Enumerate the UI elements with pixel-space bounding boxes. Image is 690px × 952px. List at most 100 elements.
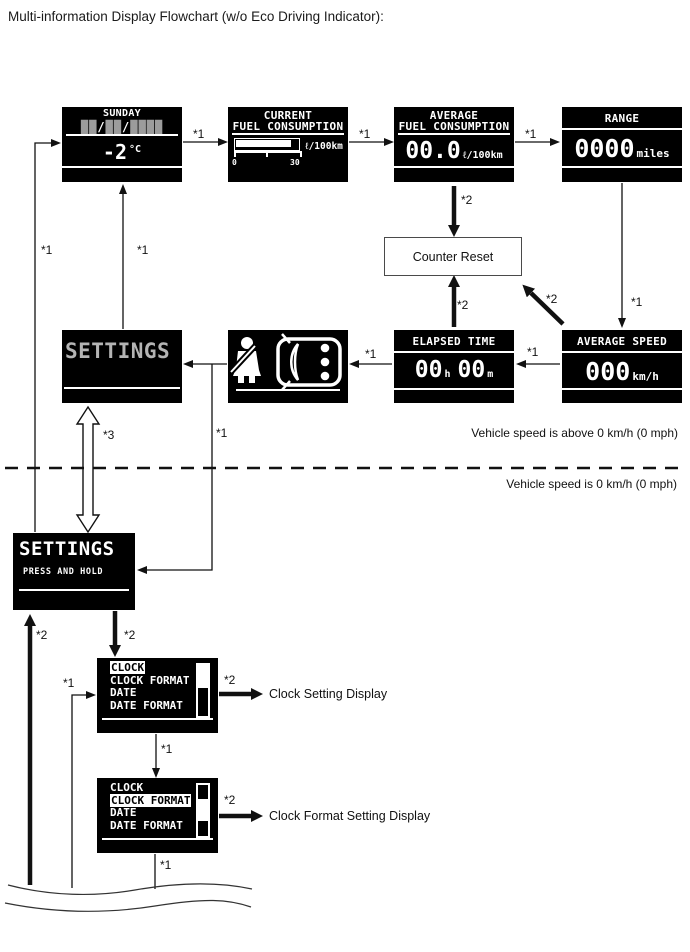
double-arrow-settings-hold xyxy=(75,405,101,534)
step-label: *1 xyxy=(137,243,149,257)
step-label: *1 xyxy=(161,742,173,756)
clock-setting-display-label: Clock Setting Display xyxy=(269,687,388,701)
settings-title: SETTINGS xyxy=(19,538,115,560)
gauge-tick xyxy=(266,151,268,157)
clock-format-setting-display-label: Clock Format Setting Display xyxy=(269,809,431,823)
scrollbar xyxy=(196,663,210,718)
door-open-icon xyxy=(276,333,342,391)
step-label: *2 xyxy=(224,793,236,807)
seatbelt-reminder-icon xyxy=(228,337,261,383)
display-title: SUNDAY xyxy=(103,108,141,119)
display-title-line1: AVERAGE xyxy=(429,109,479,122)
display-title: RANGE xyxy=(604,112,640,125)
gauge-unit-label: ℓ/100km xyxy=(305,141,343,152)
settings-title: SETTINGS xyxy=(65,339,171,363)
divider xyxy=(562,388,682,390)
divider xyxy=(394,388,514,390)
bar-fill xyxy=(236,140,291,147)
divider xyxy=(398,133,510,135)
step-label: *2 xyxy=(457,298,469,312)
display-title-line2: FUEL CONSUMPTION xyxy=(232,120,344,133)
menu-item-date-format: DATE FORMAT xyxy=(110,698,183,712)
display-menu-clock-selected: CLOCK CLOCK FORMAT DATE DATE FORMAT xyxy=(97,658,218,733)
fuel-consumption-bar-gauge xyxy=(234,138,300,151)
gauge-tick xyxy=(234,151,236,157)
divider xyxy=(562,166,682,168)
condition-speed-zero: Vehicle speed is 0 km/h (0 mph) xyxy=(506,477,677,491)
display-menu-clock-format-selected: CLOCK CLOCK FORMAT DATE DATE FORMAT xyxy=(97,778,218,853)
divider xyxy=(102,838,213,840)
menu-item-date: DATE xyxy=(110,686,137,699)
step-label: *1 xyxy=(365,347,377,361)
display-title-line1: CURRENT xyxy=(263,109,313,122)
display-settings-press-hold: SETTINGS PRESS AND HOLD xyxy=(13,533,135,610)
divider xyxy=(62,166,182,168)
arrow-settingshold-loop-to-sunday xyxy=(34,139,61,532)
step-label: *3 xyxy=(103,428,115,442)
scrollbar xyxy=(196,783,210,838)
step-label: *1 xyxy=(631,295,643,309)
display-date-temperature: SUNDAY ██/██/████ -2°C xyxy=(62,107,182,182)
gauge-max-label: 30 xyxy=(290,158,300,167)
arrow-break-to-menu1 xyxy=(71,691,96,888)
step-label: *1 xyxy=(216,426,228,440)
menu-item-date-format: DATE FORMAT xyxy=(110,818,183,832)
divider xyxy=(236,389,340,391)
step-label: *1 xyxy=(41,243,53,257)
menu-item-clock-format: CLOCK FORMAT xyxy=(110,793,192,807)
menu-item-date: DATE xyxy=(110,806,137,819)
scrollbar-thumb xyxy=(198,665,208,688)
menu-item-clock: CLOCK xyxy=(110,781,144,794)
step-label: *2 xyxy=(546,292,558,306)
divider xyxy=(66,134,178,136)
step-label: *1 xyxy=(527,345,539,359)
continuation-break-lines xyxy=(4,883,253,912)
step-label: *2 xyxy=(224,673,236,687)
gauge-tick xyxy=(300,151,302,157)
step-label: *1 xyxy=(525,127,537,141)
page-title: Multi-information Display Flowchart (w/o… xyxy=(8,9,384,24)
gauge-axis xyxy=(234,151,302,153)
press-and-hold-label: PRESS AND HOLD xyxy=(23,567,104,577)
temperature-value: -2°C xyxy=(102,140,142,164)
menu-list: CLOCK CLOCK FORMAT DATE DATE FORMAT xyxy=(110,781,192,832)
step-label: *1 xyxy=(63,676,75,690)
menu-list: CLOCK CLOCK FORMAT DATE DATE FORMAT xyxy=(110,661,190,712)
step-label: *2 xyxy=(124,628,136,642)
warning-icons xyxy=(228,333,342,391)
step-label: *1 xyxy=(160,858,172,872)
gauge-min-label: 0 xyxy=(232,158,237,167)
display-settings: SETTINGS xyxy=(62,330,182,403)
display-title-line2: FUEL CONSUMPTION xyxy=(398,120,510,133)
divider xyxy=(102,718,213,720)
step-label: *2 xyxy=(461,193,473,207)
step-label: *2 xyxy=(36,628,48,642)
display-title: ELAPSED TIME xyxy=(412,335,496,348)
divider xyxy=(19,589,129,591)
step-label: *1 xyxy=(359,127,371,141)
display-warnings xyxy=(228,330,348,403)
counter-reset-node: Counter Reset xyxy=(384,237,522,276)
display-title: AVERAGE SPEED xyxy=(577,335,667,348)
divider xyxy=(562,351,682,353)
divider xyxy=(562,128,682,130)
date-value: ██/██/████ xyxy=(80,120,164,134)
display-current-fuel-consumption: CURRENT FUEL CONSUMPTION 0 30 ℓ/100km xyxy=(228,107,348,182)
menu-item-clock-format: CLOCK FORMAT xyxy=(110,673,190,687)
step-label: *1 xyxy=(193,127,205,141)
scrollbar-thumb xyxy=(198,799,208,821)
divider xyxy=(64,387,180,389)
condition-speed-above-zero: Vehicle speed is above 0 km/h (0 mph) xyxy=(471,426,678,440)
menu-item-clock: CLOCK xyxy=(110,661,146,674)
divider xyxy=(394,166,514,168)
divider xyxy=(232,133,344,135)
